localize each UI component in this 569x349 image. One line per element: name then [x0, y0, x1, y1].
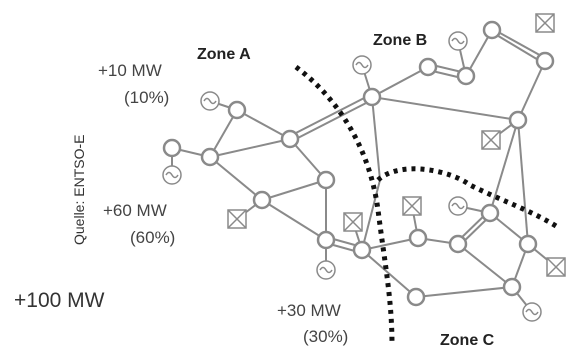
zone-b-label: Zone B	[373, 32, 427, 49]
bus-node	[456, 66, 476, 86]
bus-node	[406, 287, 426, 307]
load-icon	[546, 257, 566, 277]
generator-icon	[352, 55, 372, 75]
generator-icon	[448, 196, 468, 216]
flow-top-pct: (10%)	[124, 88, 169, 107]
zone-a-label: Zone A	[197, 46, 251, 63]
source-label: Quelle: ENTSO-E	[71, 135, 87, 245]
load-icon	[402, 196, 422, 216]
bus-node	[480, 203, 500, 223]
bus-node	[502, 277, 522, 297]
transmission-lines	[171, 60, 546, 298]
generator-icon	[522, 302, 542, 322]
load-icon	[343, 212, 363, 232]
generator-icon	[162, 165, 182, 185]
bus-node	[316, 230, 336, 250]
bus-node	[408, 228, 428, 248]
zone-c-label: Zone C	[440, 332, 495, 349]
zone-border-bc	[376, 166, 558, 229]
bus-node	[316, 170, 336, 190]
flow-top-mw: +10 MW	[98, 61, 162, 80]
bus-node	[200, 147, 220, 167]
flow-middle-mw: +60 MW	[103, 201, 167, 220]
bus-node	[418, 57, 438, 77]
bus-node	[227, 100, 247, 120]
connectors	[171, 40, 557, 313]
bus-node	[352, 240, 372, 260]
bus-node	[482, 20, 502, 40]
bus-node	[280, 129, 300, 149]
bus-node	[448, 234, 468, 254]
total-flow: +100 MW	[14, 289, 105, 312]
double-lines	[289, 27, 546, 254]
bus-node	[508, 110, 528, 130]
bus-node	[162, 138, 182, 158]
zone-border-ab	[294, 65, 395, 346]
flow-middle-pct: (60%)	[130, 228, 175, 247]
bus-node	[535, 51, 555, 71]
generator-icon	[448, 31, 468, 51]
bus-node	[252, 190, 272, 210]
bus-node	[518, 234, 538, 254]
bus-node	[362, 87, 382, 107]
flow-bottom-pct: (30%)	[303, 327, 348, 346]
load-icon	[535, 13, 555, 33]
generator-icon	[200, 91, 220, 111]
load-icon	[227, 209, 247, 229]
generator-icon	[316, 260, 336, 280]
load-icon	[481, 130, 501, 150]
flow-bottom-mw: +30 MW	[277, 301, 341, 320]
